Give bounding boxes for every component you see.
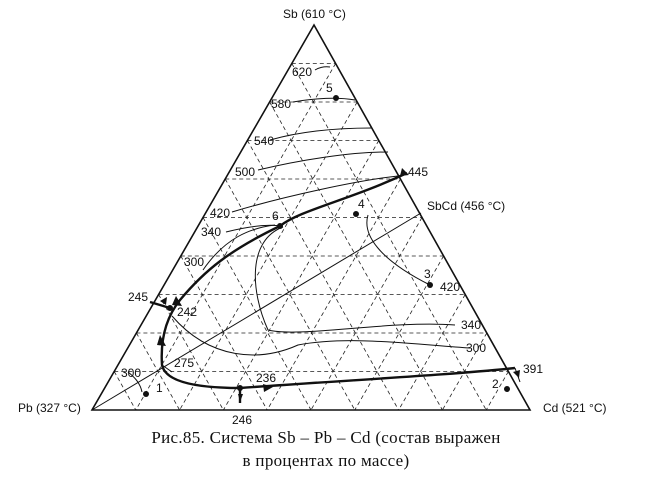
- isotherm-label-620: 620: [292, 65, 312, 79]
- point-label-2: 2: [492, 377, 499, 391]
- point-3-dot: [427, 282, 433, 288]
- grid-line-cd: [223, 140, 380, 411]
- valley-bottom: [239, 366, 516, 390]
- grid-line-cd: [135, 63, 336, 411]
- temp-label-242: 242: [177, 305, 197, 319]
- arrow-icon: [157, 335, 166, 346]
- temp-label-391: 391: [523, 362, 543, 376]
- isotherm-300-lower: [171, 315, 471, 356]
- valley-242-to-245: [149, 300, 171, 310]
- pb-sbcd-section-line: [91, 212, 422, 411]
- vertex-label-sb: Sb (610 °C): [283, 7, 346, 21]
- isotherm-label-420-left: 420: [210, 206, 230, 220]
- composition-grid: [113, 63, 509, 411]
- point-label-5: 5: [326, 81, 333, 95]
- grid-line-cd: [310, 217, 423, 411]
- temp-label-246: 246: [232, 413, 252, 427]
- temp-label-275: 275: [174, 356, 194, 370]
- isotherm-label-580: 580: [271, 97, 291, 111]
- point-236-dot: [237, 385, 243, 391]
- grid-line-pb: [269, 101, 443, 411]
- grid-line-cd: [179, 101, 358, 411]
- point-4-dot: [353, 211, 359, 217]
- point-6-dot: [277, 223, 283, 229]
- isotherm-label-300-corner: 300: [121, 366, 141, 380]
- point-242-dot: [167, 305, 173, 311]
- arrow-icon: [513, 370, 520, 378]
- compound-label-sbcd: SbCd (456 °C): [427, 199, 505, 213]
- composition-points: [143, 95, 510, 397]
- isotherm-580: [292, 97, 356, 103]
- isotherm-420-right: [366, 214, 431, 286]
- point-1-dot: [143, 391, 149, 397]
- valley-arrows: [157, 168, 520, 402]
- isotherm-620: [314, 66, 331, 71]
- isotherm-label-500: 500: [235, 165, 255, 179]
- arrow-icon: [160, 297, 167, 305]
- figure-caption-line-2: в процентах по массе): [242, 451, 410, 470]
- arrow-icon: [400, 168, 409, 176]
- point-label-3: 3: [424, 267, 431, 281]
- valley-left: [160, 171, 408, 390]
- grid-line-cd: [354, 255, 444, 411]
- grid-line-pb: [247, 140, 399, 411]
- isotherm-label-340-left: 340: [201, 225, 221, 239]
- arrow-icon: [172, 296, 182, 306]
- isotherm-500: [257, 151, 389, 171]
- point-label-6: 6: [272, 209, 279, 223]
- point-5-dot: [333, 95, 339, 101]
- triangle-outline: [90, 23, 532, 411]
- point-label-4: 4: [358, 197, 365, 211]
- point-2-dot: [504, 386, 510, 392]
- temp-label-445: 445: [408, 165, 428, 179]
- grid-line-cd: [485, 371, 509, 411]
- isotherm-420-upper: [231, 175, 399, 213]
- vertex-label-pb: Pb (327 °C): [18, 401, 81, 415]
- isotherm-300-left: [202, 224, 276, 271]
- grid-line-pb: [158, 294, 224, 411]
- isotherm-label-540: 540: [254, 134, 274, 148]
- temp-label-236: 236: [256, 371, 276, 385]
- isotherm-340-loop: [254, 226, 456, 333]
- arrow-icon: [263, 384, 273, 392]
- figure-caption-line-1: Рис.85. Система Sb – Pb – Cd (состав выр…: [151, 428, 501, 447]
- isotherm-label-300-right: 300: [466, 341, 486, 355]
- isotherm-label-340-right: 340: [461, 318, 481, 332]
- isotherm-label-420-right: 420: [440, 280, 460, 294]
- isotherms: [127, 66, 471, 393]
- isotherm-300-corner: [127, 371, 143, 393]
- arrow-icon: [238, 394, 243, 402]
- isotherm-label-300-left: 300: [184, 255, 204, 269]
- grid-line-pb: [291, 63, 487, 411]
- vertex-label-cd: Cd (521 °C): [543, 401, 607, 415]
- isotherm-540: [269, 127, 373, 141]
- point-label-1: 1: [156, 381, 163, 395]
- valley-to-275: [161, 364, 173, 373]
- temp-label-245: 245: [128, 290, 148, 304]
- grid-line-cd: [398, 294, 466, 411]
